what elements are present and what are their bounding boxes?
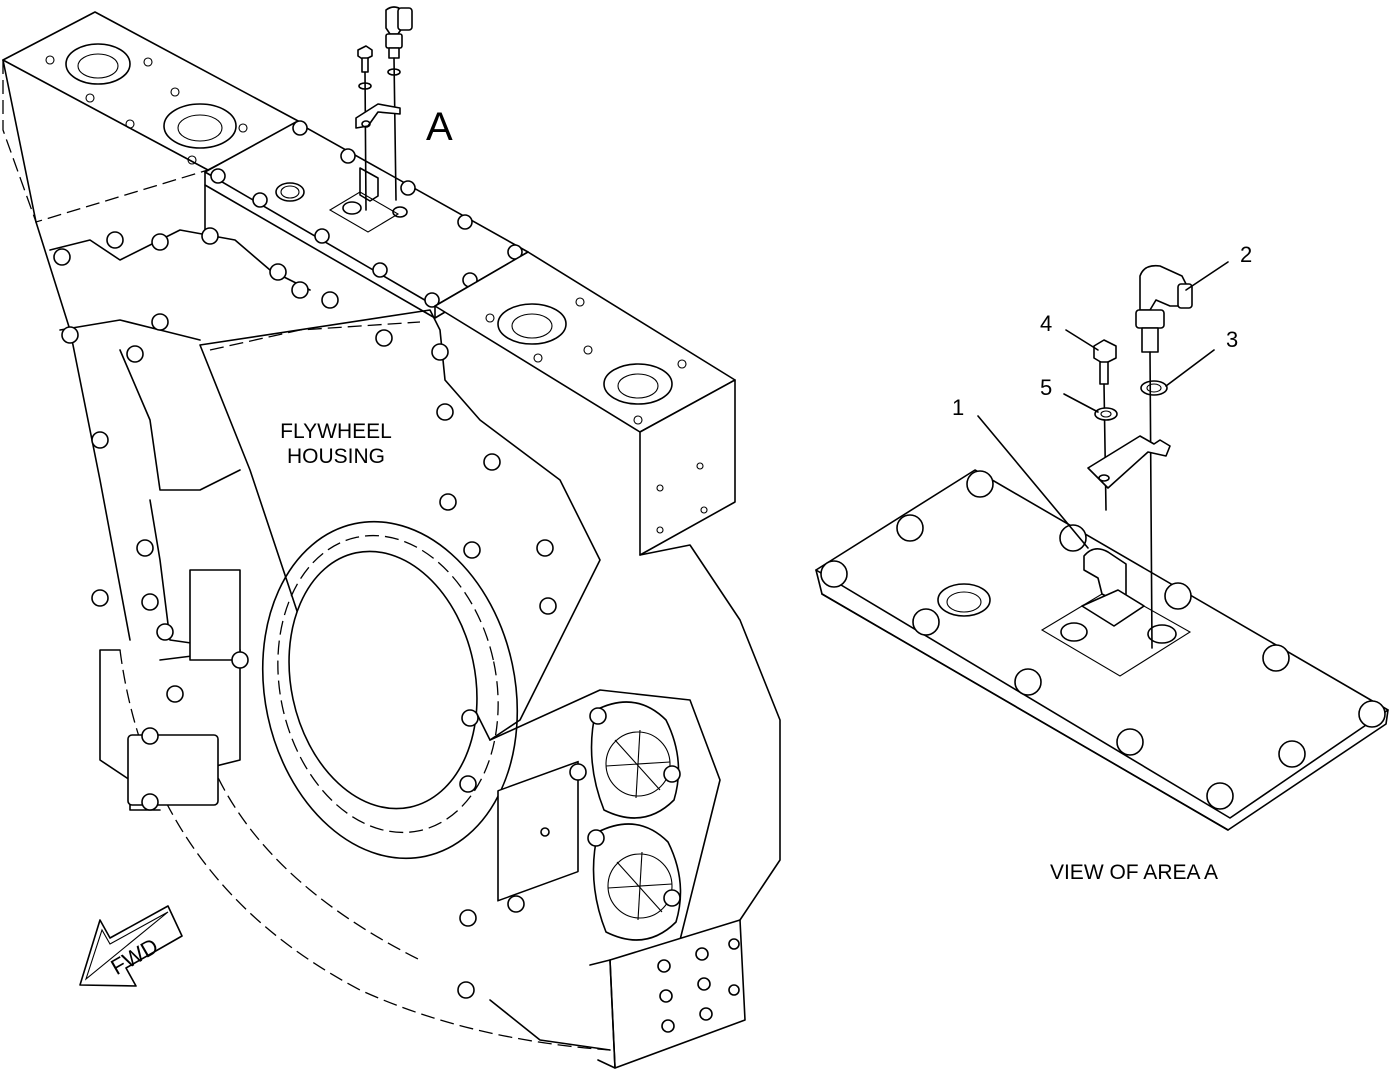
callout-4: 4 <box>1040 311 1052 336</box>
callout-1: 1 <box>952 395 964 420</box>
callout-leaders <box>977 261 1229 549</box>
flywheel-housing-label-line2: HOUSING <box>287 445 385 468</box>
flywheel-housing-label-line1: FLYWHEEL <box>280 420 392 443</box>
view-caption: VIEW OF AREA A <box>1050 861 1218 884</box>
callout-2: 2 <box>1240 242 1252 267</box>
callout-5: 5 <box>1040 375 1052 400</box>
callout-3: 3 <box>1226 327 1238 352</box>
fwd-arrow-icon: FWD <box>79 905 183 987</box>
area-a-detail-view <box>815 264 1389 831</box>
flywheel-housing-drawing <box>2 6 781 1069</box>
area-a-marker: A <box>426 105 453 149</box>
exploded-sensor-parts <box>355 6 413 211</box>
